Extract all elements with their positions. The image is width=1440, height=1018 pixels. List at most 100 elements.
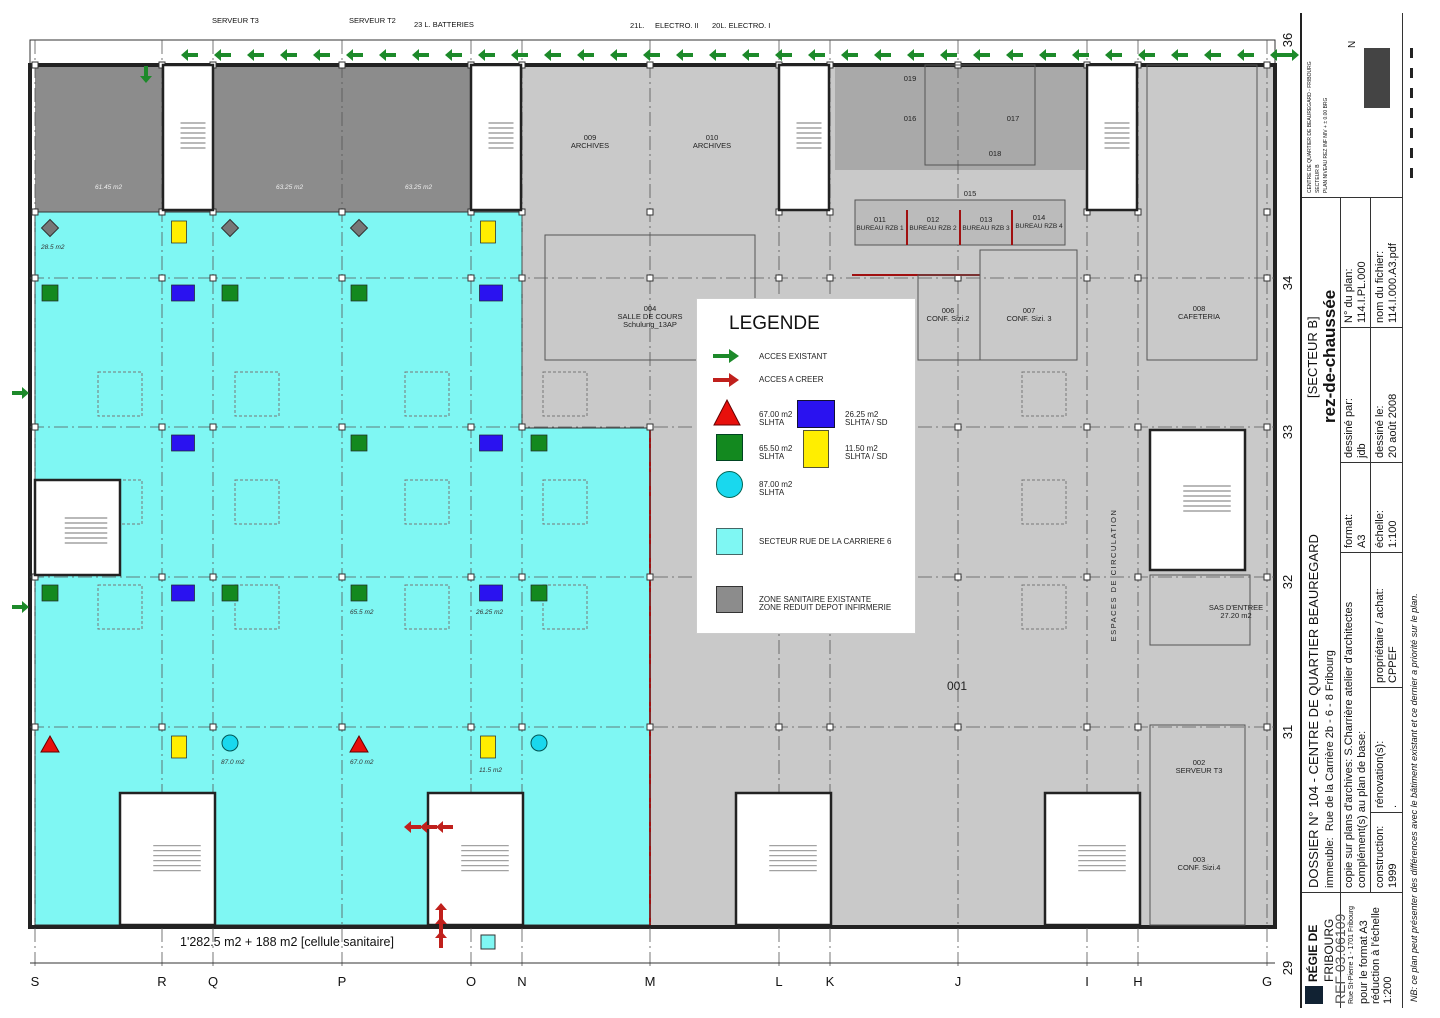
grid-label-row: 32 bbox=[1280, 575, 1295, 589]
area-label: 28.5 m2 bbox=[40, 244, 65, 251]
green-marker bbox=[530, 434, 548, 452]
gray-square-icon bbox=[716, 586, 743, 613]
dessine-par: dessiné par:jdb bbox=[1343, 398, 1368, 458]
column bbox=[954, 573, 962, 581]
green-marker bbox=[530, 584, 548, 602]
room-002-name: SERVEUR T3 bbox=[1176, 766, 1223, 775]
dessine-le: dessiné le:20 août 2008 bbox=[1374, 393, 1399, 458]
red-triangle-icon bbox=[713, 399, 741, 426]
construction: construction:1999 bbox=[1374, 825, 1399, 888]
green-arrow-icon bbox=[1171, 49, 1188, 61]
yellow-marker bbox=[480, 735, 496, 759]
blue-marker bbox=[479, 284, 503, 302]
nb-note: NB: ce plan peut présenter des différenc… bbox=[1409, 593, 1419, 1002]
gray-diamond-marker bbox=[349, 218, 369, 238]
green-arrow-icon bbox=[709, 49, 726, 61]
yellow-marker bbox=[171, 220, 187, 244]
cyan-circle-marker bbox=[221, 734, 239, 752]
green-arrow-icon bbox=[412, 49, 429, 61]
grid-label-column: M bbox=[645, 974, 656, 989]
column-footing bbox=[542, 584, 588, 630]
column bbox=[467, 723, 475, 731]
green-marker bbox=[350, 284, 368, 302]
stair-core bbox=[118, 791, 217, 927]
column bbox=[518, 274, 526, 282]
circulation-label: ESPACES DE CIRCULATION bbox=[1109, 509, 1118, 642]
area-label: 63.25 m2 bbox=[405, 184, 432, 191]
renovation: rénovation(s):. bbox=[1374, 740, 1399, 808]
column bbox=[158, 274, 166, 282]
green-arrow-icon bbox=[445, 49, 462, 61]
echelle: échelle:1:100 bbox=[1374, 510, 1399, 548]
room-018-num: 018 bbox=[989, 149, 1002, 158]
level: rez-de-chaussée bbox=[1320, 289, 1339, 423]
label-21l: 21L. bbox=[630, 21, 645, 30]
sector: [SECTEUR B] bbox=[1305, 316, 1320, 398]
column-footing bbox=[97, 584, 143, 630]
column bbox=[1134, 723, 1142, 731]
file-name: nom du fichier:114.I.000.A3.pdf bbox=[1374, 243, 1399, 323]
room-004-name: SALLE DE COURS bbox=[617, 312, 682, 321]
stair-core bbox=[777, 63, 831, 212]
column bbox=[1083, 723, 1091, 731]
label-serveur-t2: SERVEUR T2 bbox=[349, 16, 396, 25]
room-003-num: 003 bbox=[1193, 855, 1206, 864]
column-footing bbox=[404, 584, 450, 630]
red-arrow-icon bbox=[713, 373, 739, 387]
grid-label-column: N bbox=[517, 974, 526, 989]
green-arrow-icon bbox=[841, 49, 858, 61]
room-sas-area: 27.20 m2 bbox=[1220, 611, 1251, 620]
gray-diamond-marker bbox=[40, 218, 60, 238]
blue-marker bbox=[171, 584, 195, 602]
room-010-name: ARCHIVES bbox=[693, 141, 731, 150]
grid-label-column: H bbox=[1133, 974, 1142, 989]
dossier-title: DOSSIER N° 104 - CENTRE DE QUARTIER BEAU… bbox=[1306, 534, 1321, 888]
green-arrow-icon bbox=[610, 49, 627, 61]
grid-label-column: K bbox=[826, 974, 835, 989]
green-arrow-icon bbox=[1237, 49, 1254, 61]
green-arrow-icon bbox=[742, 49, 759, 61]
column bbox=[467, 573, 475, 581]
green-arrow-icon bbox=[643, 49, 660, 61]
red-arrow-icon bbox=[435, 917, 447, 934]
proprietaire: propriétaire / achat:CPPEF bbox=[1374, 588, 1399, 683]
legend-label: 67.00 m2 SLHTA bbox=[759, 410, 793, 427]
green-arrow-icon bbox=[379, 49, 396, 61]
grid-label-column: L bbox=[775, 974, 782, 989]
top-corridor bbox=[29, 39, 1276, 66]
column bbox=[518, 723, 526, 731]
format: format:A3 bbox=[1343, 513, 1368, 548]
legend-label: 65.50 m2 SLHTA bbox=[759, 444, 793, 461]
blue-marker bbox=[171, 434, 195, 452]
address: Rue St-Pierre 1 - 1701 Fribourg bbox=[1348, 905, 1355, 1004]
room-009-num: 009 bbox=[584, 133, 597, 142]
green-arrow-icon bbox=[511, 49, 528, 61]
column bbox=[209, 573, 217, 581]
sanitary-zone bbox=[35, 65, 522, 212]
grid-label-row: 29 bbox=[1280, 961, 1295, 975]
markers bbox=[40, 218, 548, 759]
grid-label-column: J bbox=[955, 974, 962, 989]
column bbox=[158, 573, 166, 581]
green-arrow-icon bbox=[478, 49, 495, 61]
column bbox=[518, 573, 526, 581]
room-013-name: BUREAU RZB 3 bbox=[962, 225, 1010, 232]
column bbox=[1263, 61, 1271, 69]
green-marker bbox=[221, 284, 239, 302]
column bbox=[338, 423, 346, 431]
room-017-num: 017 bbox=[1007, 114, 1020, 123]
green-marker bbox=[350, 434, 368, 452]
blue-marker bbox=[479, 434, 503, 452]
north-arrow-icon: N bbox=[1347, 40, 1358, 48]
green-arrow-icon bbox=[12, 601, 29, 613]
green-arrow-icon bbox=[775, 49, 792, 61]
column bbox=[31, 208, 39, 216]
column-footing bbox=[542, 479, 588, 525]
column bbox=[338, 274, 346, 282]
access-arrows bbox=[12, 49, 1299, 948]
green-arrow-icon bbox=[676, 49, 693, 61]
red-arrow-icon bbox=[404, 821, 421, 833]
grid-label-row: 34 bbox=[1280, 276, 1295, 290]
green-arrow-icon bbox=[544, 49, 561, 61]
column-footing bbox=[404, 371, 450, 417]
